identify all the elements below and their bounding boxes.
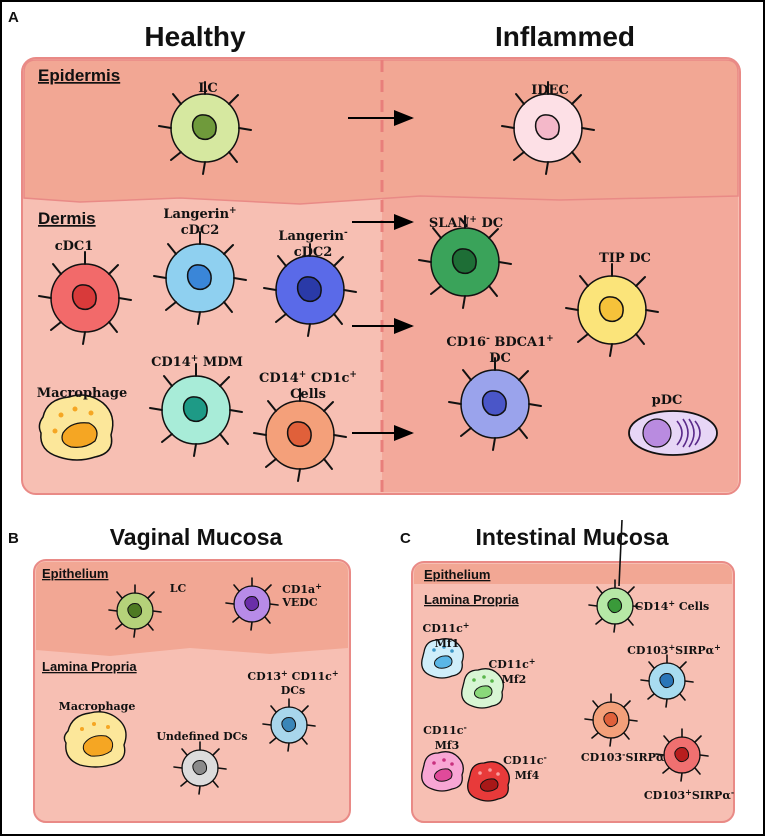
healthy-title: Healthy — [144, 21, 246, 52]
cell-cd14-cd1c — [253, 388, 347, 482]
cd103-neg-sirpa-label: CD103-SIRPα+ — [581, 749, 671, 764]
panel-a: A Healthy Inflammed Epidermis Dermis LC — [8, 9, 741, 495]
vaginal-lamina-label: Lamina Propria — [42, 659, 137, 674]
pdc-label: pDC — [652, 393, 683, 408]
intestinal-epithelium-band — [414, 564, 732, 584]
macrophage-label: Macrophage — [37, 386, 128, 401]
mf2-label-2: Mf2 — [502, 673, 527, 686]
undefined-dcs-label: Undefined DCs — [156, 730, 247, 743]
cd16-label-1: CD16- BDCA1+ — [446, 334, 553, 350]
cell-macrophage — [38, 394, 114, 461]
cell-pdc — [628, 410, 718, 456]
cd13-label-2: DCs — [281, 684, 306, 697]
langerin-pos-label-1: Langerin+ — [163, 206, 236, 222]
intestinal-box — [411, 561, 735, 823]
cell-mf2 — [461, 668, 504, 709]
cd14-cells-label: CD14+ Cells — [635, 598, 709, 613]
panel-a-letter: A — [8, 9, 19, 26]
cell-langerin-pos-cdc2 — [153, 231, 247, 325]
cell-langerin-neg-cdc2 — [263, 243, 357, 337]
lc-label: LC — [198, 81, 218, 96]
cell-idec — [501, 81, 595, 175]
tip-dc-label: TIP DC — [599, 251, 651, 266]
cell-cd16-bdca1-dc — [448, 357, 542, 451]
mf4-label-1: CD11c- — [503, 752, 547, 767]
langerin-neg-label-1: Langerin- — [278, 228, 348, 244]
cell-vaginal-macrophage — [63, 711, 127, 768]
mf3-label-1: CD11c- — [423, 722, 467, 737]
cell-mf1 — [421, 638, 464, 679]
cell-lc — [158, 81, 252, 175]
vaginal-epithelium-label: Epithelium — [42, 566, 108, 581]
langerin-neg-label-2: cDC2 — [294, 245, 333, 260]
langerin-pos-label-2: cDC2 — [181, 223, 220, 238]
cell-cdc1 — [38, 251, 132, 345]
cell-cd14-intestinal — [588, 579, 642, 633]
cd103-plus-sirpa-neg-label: CD103+SIRPα- — [644, 787, 734, 802]
slan-dc-label: SLAN+ DC — [429, 215, 503, 231]
cell-mf4 — [467, 761, 510, 802]
dendrite-extension — [618, 519, 623, 587]
intestinal-lamina-label: Lamina Propria — [424, 592, 519, 607]
cell-cd103-plus-sirpa-neg — [655, 728, 709, 782]
cell-mf3 — [421, 751, 464, 792]
cd13-label-1: CD13+ CD11c+ — [247, 668, 338, 683]
cell-cd13-cd11c-dcs — [262, 698, 316, 752]
cell-slan-dc — [418, 215, 512, 309]
mf3-label-2: Mf3 — [435, 739, 460, 752]
cd16-label-2: DC — [489, 351, 511, 366]
cell-cd1a-vedc — [225, 577, 279, 631]
cd14-cd1c-label-2: Cells — [290, 387, 326, 402]
cd14-mdm-label: CD14+ MDM — [151, 354, 243, 370]
vaginal-macrophage-label: Macrophage — [59, 700, 136, 713]
dermis-label: Dermis — [38, 209, 96, 228]
cd14-cd1c-label-1: CD14+ CD1c+ — [259, 370, 357, 386]
mf1-label-2: Mf1 — [435, 637, 460, 650]
cell-tip-dc — [565, 263, 659, 357]
panel-c-letter: C — [400, 530, 411, 547]
cdc1-label: cDC1 — [55, 239, 94, 254]
panel-b-letter: B — [8, 530, 19, 547]
cell-vaginal-lc — [108, 584, 162, 638]
inflammed-title: Inflammed — [495, 21, 635, 52]
cd103-sirpa-label-top: CD103+SIRPα+ — [627, 642, 721, 657]
mf1-label-1: CD11c+ — [422, 620, 469, 635]
intestinal-mucosa-title: Intestinal Mucosa — [476, 524, 669, 550]
cd1a-label-1: CD1a+ — [282, 581, 322, 596]
mf2-label-1: CD11c+ — [488, 656, 535, 671]
mf4-label-2: Mf4 — [515, 769, 540, 782]
idec-label: IDEC — [531, 83, 569, 98]
panel-c: C Intestinal Mucosa Epithelium Lamina Pr… — [400, 519, 735, 823]
cell-cd103-sirpa-plus-top — [640, 654, 694, 708]
cell-cd14-mdm — [149, 363, 243, 457]
cell-undefined-dcs — [173, 741, 227, 795]
cell-cd103-neg-sirpa-plus — [584, 693, 638, 747]
panel-b: B Vaginal Mucosa Epithelium Lamina Propr… — [8, 524, 351, 823]
vaginal-mucosa-title: Vaginal Mucosa — [110, 524, 283, 550]
vaginal-lc-label: LC — [170, 582, 187, 595]
intestinal-epithelium-label: Epithelium — [424, 567, 490, 582]
epidermis-label: Epidermis — [38, 66, 120, 85]
cd1a-label-2: VEDC — [281, 596, 317, 609]
